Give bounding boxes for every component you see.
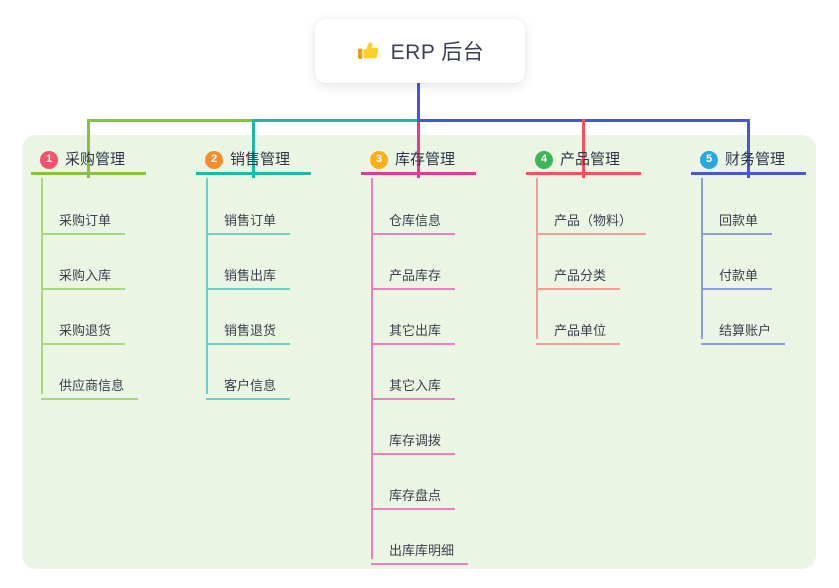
branch-number-badge: 2 bbox=[205, 150, 223, 169]
connector-drop-4 bbox=[582, 119, 585, 178]
child-node[interactable]: 产品单位 bbox=[536, 311, 621, 345]
connector-branch-1 bbox=[87, 119, 255, 122]
branch-number-badge: 4 bbox=[535, 150, 553, 169]
child-spine-line bbox=[371, 178, 373, 559]
child-label: 销售订单 bbox=[224, 213, 277, 228]
connector-drop-5 bbox=[747, 119, 750, 178]
child-label: 采购退货 bbox=[59, 323, 112, 338]
branch-number-badge: 1 bbox=[40, 150, 58, 169]
child-label: 供应商信息 bbox=[59, 378, 125, 393]
child-label: 其它出库 bbox=[389, 323, 442, 338]
branch-node-5[interactable]: 5 财务管理 bbox=[691, 147, 806, 175]
branch-number-badge: 5 bbox=[700, 150, 718, 169]
child-label: 出库库明细 bbox=[389, 543, 455, 558]
branch-node-4[interactable]: 4 产品管理 bbox=[526, 147, 641, 175]
branch-label: 产品管理 bbox=[560, 151, 621, 168]
child-label: 采购订单 bbox=[59, 213, 112, 228]
child-label: 产品（物料） bbox=[554, 213, 633, 228]
child-spine-line bbox=[536, 178, 538, 339]
child-node[interactable]: 仓库信息 bbox=[371, 201, 456, 235]
child-node[interactable]: 其它出库 bbox=[371, 311, 456, 345]
child-label: 采购入库 bbox=[59, 268, 112, 283]
root-node[interactable]: ERP 后台 bbox=[315, 19, 525, 83]
child-spine-line bbox=[701, 178, 703, 339]
connector-branch-2 bbox=[252, 119, 420, 122]
child-node[interactable]: 出库库明细 bbox=[371, 531, 469, 565]
branch-label: 销售管理 bbox=[230, 151, 291, 168]
branch-node-2[interactable]: 2 销售管理 bbox=[196, 147, 311, 175]
child-label: 产品库存 bbox=[389, 268, 442, 283]
child-spine-line bbox=[206, 178, 208, 394]
child-node[interactable]: 其它入库 bbox=[371, 366, 456, 400]
child-label: 仓库信息 bbox=[389, 213, 442, 228]
child-node[interactable]: 销售退货 bbox=[206, 311, 291, 345]
child-node[interactable]: 产品库存 bbox=[371, 256, 456, 290]
child-node[interactable]: 产品（物料） bbox=[536, 201, 647, 235]
child-node[interactable]: 销售订单 bbox=[206, 201, 291, 235]
child-label: 销售退货 bbox=[224, 323, 277, 338]
child-node[interactable]: 供应商信息 bbox=[41, 366, 139, 400]
child-node[interactable]: 采购入库 bbox=[41, 256, 126, 290]
thumbs-up-icon bbox=[356, 39, 380, 63]
child-label: 销售出库 bbox=[224, 268, 277, 283]
child-node[interactable]: 结算账户 bbox=[701, 311, 786, 345]
child-label: 回款单 bbox=[719, 213, 759, 228]
child-label: 付款单 bbox=[719, 268, 759, 283]
branch-node-3[interactable]: 3 库存管理 bbox=[361, 147, 476, 175]
child-node[interactable]: 库存调拨 bbox=[371, 421, 456, 455]
child-node[interactable]: 采购订单 bbox=[41, 201, 126, 235]
connector-drop-1 bbox=[87, 119, 90, 178]
child-label: 库存盘点 bbox=[389, 488, 442, 503]
branch-node-1[interactable]: 1 采购管理 bbox=[31, 147, 146, 175]
child-node[interactable]: 产品分类 bbox=[536, 256, 621, 290]
child-node[interactable]: 库存盘点 bbox=[371, 476, 456, 510]
branch-label: 财务管理 bbox=[725, 151, 786, 168]
connector-drop-3 bbox=[417, 119, 420, 178]
child-label: 库存调拨 bbox=[389, 433, 442, 448]
branch-label: 采购管理 bbox=[65, 151, 126, 168]
child-label: 产品分类 bbox=[554, 268, 607, 283]
child-node[interactable]: 付款单 bbox=[701, 256, 773, 290]
child-node[interactable]: 采购退货 bbox=[41, 311, 126, 345]
child-label: 结算账户 bbox=[719, 323, 772, 338]
connector-drop-2 bbox=[252, 119, 255, 178]
child-node[interactable]: 客户信息 bbox=[206, 366, 291, 400]
branch-number-badge: 3 bbox=[370, 150, 388, 169]
child-label: 产品单位 bbox=[554, 323, 607, 338]
child-label: 客户信息 bbox=[224, 378, 277, 393]
child-node[interactable]: 回款单 bbox=[701, 201, 773, 235]
child-label: 其它入库 bbox=[389, 378, 442, 393]
child-node[interactable]: 销售出库 bbox=[206, 256, 291, 290]
root-title: ERP 后台 bbox=[390, 41, 485, 64]
child-spine-line bbox=[41, 178, 43, 394]
root-connector-line bbox=[417, 83, 420, 122]
branches-panel bbox=[22, 135, 816, 569]
branch-label: 库存管理 bbox=[395, 151, 456, 168]
